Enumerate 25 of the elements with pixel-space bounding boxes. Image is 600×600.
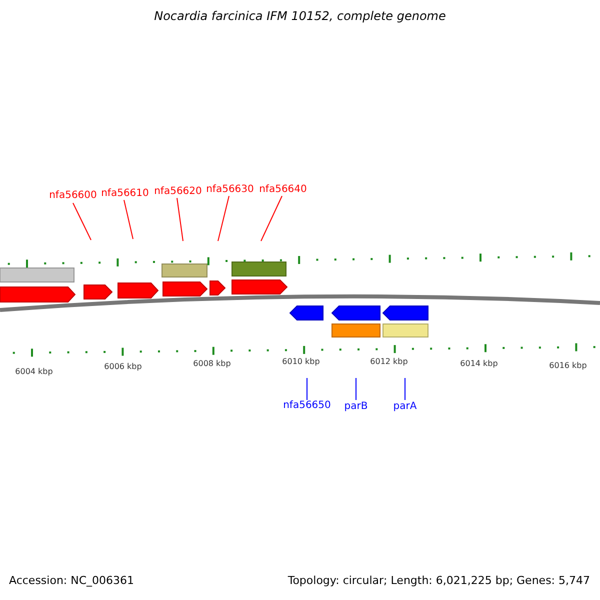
leader-line	[404, 378, 406, 400]
leader-line	[176, 198, 184, 242]
gene-label: nfa56600	[49, 190, 97, 202]
scale-label: 6004 kbp	[15, 368, 53, 377]
scale-label: 6008 kbp	[193, 360, 231, 369]
leader-line	[218, 196, 230, 242]
leader-line	[260, 196, 282, 242]
scale-label: 6006 kbp	[104, 363, 142, 372]
footer-text: Accession: NC_006361	[9, 575, 134, 588]
scale-label: 6012 kbp	[370, 358, 408, 367]
scale-label: 6016 kbp	[549, 362, 587, 371]
scale-label: 6014 kbp	[460, 360, 498, 369]
leader-line	[124, 200, 134, 240]
leader-line	[72, 202, 92, 240]
gene-label: nfa56640	[259, 184, 307, 196]
footer-text: Topology: circular; Length: 6,021,225 bp; Genes: 5,747	[288, 575, 590, 588]
scale-label: 6010 kbp	[282, 358, 320, 367]
leader-line	[306, 378, 308, 400]
gene-label: nfa56650	[283, 400, 331, 412]
gene-label: nfa56610	[101, 188, 149, 200]
gene-label: parA	[393, 401, 417, 413]
title: Nocardia farcinica IFM 10152, complete genome	[153, 10, 447, 24]
gene-label: nfa56630	[206, 184, 254, 196]
gene-label: nfa56620	[154, 186, 202, 198]
gene-label: parB	[344, 401, 368, 413]
